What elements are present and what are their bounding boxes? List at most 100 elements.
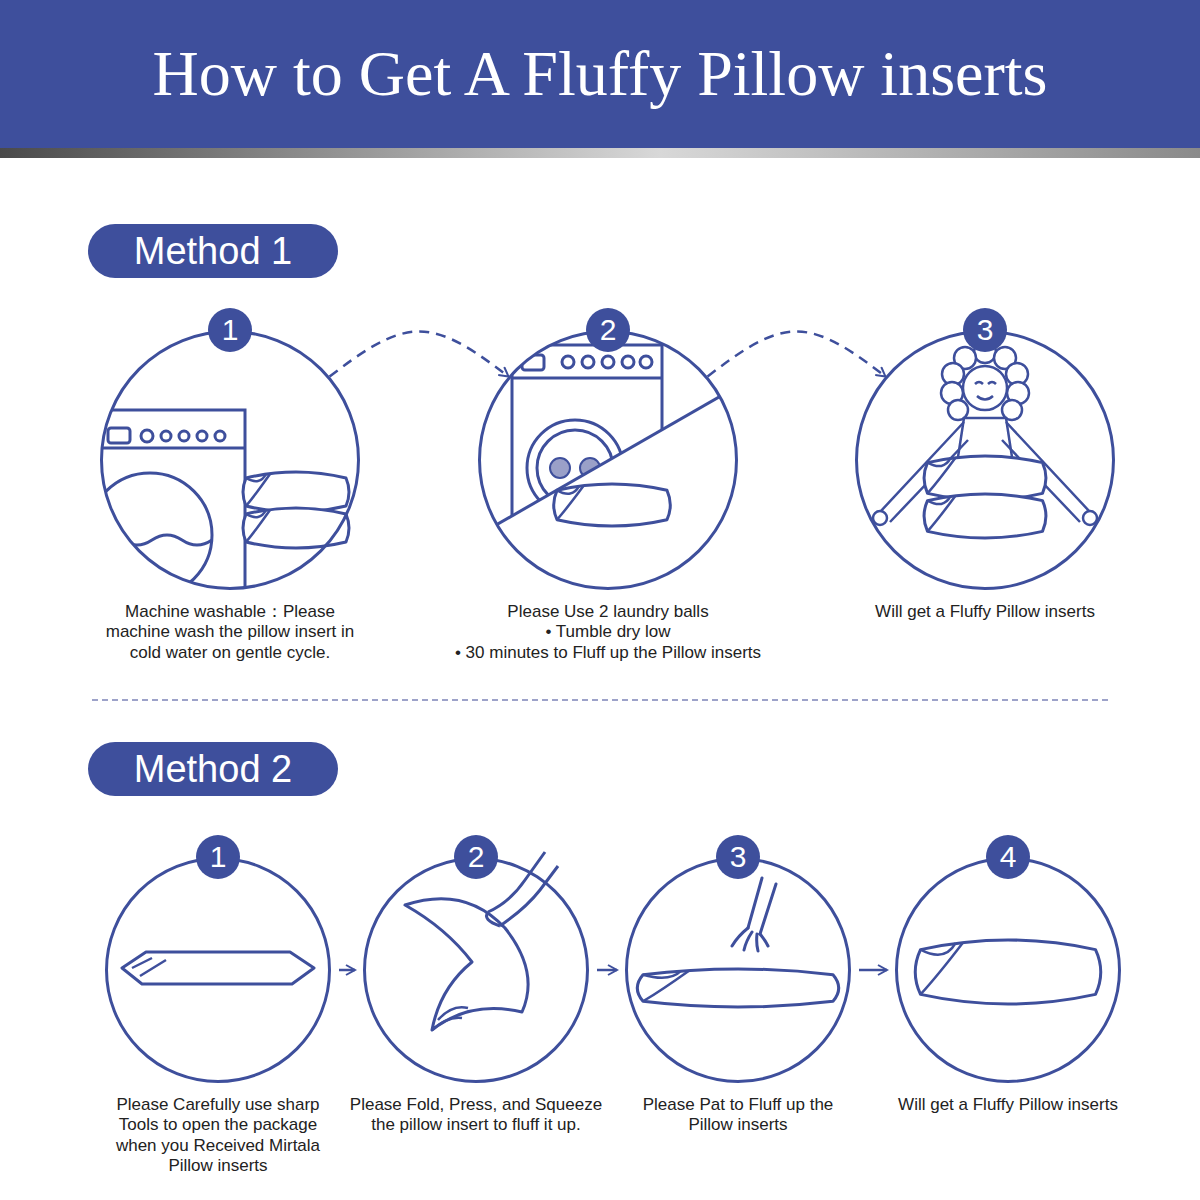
hand-icon <box>732 878 776 951</box>
step-caption-box: Please Pat to Fluff up the Pillow insert… <box>628 1095 848 1136</box>
folded-pillow-icon <box>405 852 558 1030</box>
step-caption: Machine washable：Please machine wash the… <box>95 602 365 663</box>
washer-icon <box>92 535 212 545</box>
pillow-icon <box>243 508 349 548</box>
washer-icon <box>161 431 171 441</box>
step-number: 2 <box>586 308 630 352</box>
person-icon <box>975 382 996 400</box>
hand-icon <box>732 928 768 951</box>
washer-icon <box>108 428 130 443</box>
washer-icon <box>141 430 153 442</box>
circle-outline <box>478 330 738 590</box>
dryer-icon <box>512 377 662 380</box>
method-title: Method 1 <box>134 232 292 270</box>
method-title: Method 2 <box>134 750 292 788</box>
circle-outline <box>100 330 360 590</box>
washer-icon <box>100 447 245 450</box>
dryer-icon <box>470 385 740 540</box>
circle-outline <box>627 859 850 1082</box>
circle-outline <box>625 857 851 1083</box>
washer-icon <box>215 431 225 441</box>
pillow-icon <box>554 484 671 526</box>
step-circle: 1Please Carefully use sharp Tools to ope… <box>105 857 331 1083</box>
pillow-icon <box>637 969 838 1007</box>
section-divider <box>92 699 1108 701</box>
dryer-icon <box>622 356 634 368</box>
washer-icon <box>197 431 207 441</box>
step-arrow <box>859 969 887 972</box>
circle-outline <box>363 857 589 1083</box>
circle-outline <box>857 332 1114 589</box>
title-band <box>0 0 1200 148</box>
step-caption: Please Use 2 laundry balls <box>428 602 788 622</box>
step-caption: Please Fold, Press, and Squeeze the pill… <box>341 1095 611 1136</box>
step-arrow <box>339 969 355 972</box>
step-caption: Will get a Fluffy Pillow inserts <box>898 1095 1118 1115</box>
circle-outline <box>365 859 588 1082</box>
step-caption-box: Please Use 2 laundry balls• Tumble dry l… <box>428 602 788 663</box>
step-number: 3 <box>963 308 1007 352</box>
person-icon <box>1083 511 1097 525</box>
dryer-icon <box>550 458 570 478</box>
title-box: How to Get A Fluffy Pillow inserts <box>0 0 1200 148</box>
step-caption: • Tumble dry low <box>428 622 788 642</box>
method-label: Method 2 <box>88 742 338 796</box>
dryer-icon <box>470 385 740 600</box>
step-arrow <box>330 331 509 376</box>
method-label: Method 1 <box>88 224 338 278</box>
step-number: 1 <box>208 308 252 352</box>
step-circle: 1Machine washable：Please machine wash th… <box>100 330 360 590</box>
person-icon <box>873 511 887 525</box>
dryer-icon <box>582 356 594 368</box>
dryer-icon <box>640 356 652 368</box>
pillow-icon <box>554 484 671 526</box>
step-circle: 3Will get a Fluffy Pillow inserts <box>855 330 1115 590</box>
person-icon <box>963 366 1007 410</box>
flat-pillow-icon <box>122 952 314 984</box>
dryer-icon <box>562 356 574 368</box>
step-caption-box: Please Fold, Press, and Squeeze the pill… <box>341 1095 611 1136</box>
pillow-icon <box>924 456 1046 538</box>
step-caption-box: Please Carefully use sharp Tools to open… <box>98 1095 338 1177</box>
washer-icon <box>179 431 189 441</box>
step-circle: 2Please Use 2 laundry balls• Tumble dry … <box>478 330 738 590</box>
fluffy-pillow-icon <box>915 940 1101 1004</box>
pillow-icon <box>243 472 349 512</box>
step-circle: 2Please Fold, Press, and Squeeze the pil… <box>363 857 589 1083</box>
step-arrow <box>708 331 886 376</box>
step-caption-box: Machine washable：Please machine wash the… <box>95 602 365 663</box>
step-arrow <box>597 969 617 972</box>
step-number: 3 <box>716 835 760 879</box>
hand-icon <box>748 878 776 934</box>
dryer-icon <box>470 345 740 600</box>
circle-outline <box>102 332 359 589</box>
circle-outline <box>105 857 331 1083</box>
step-caption: • 30 minutes to Fluff up the Pillow inse… <box>428 643 788 663</box>
folded-pillow-icon <box>432 1007 468 1030</box>
pillow-icon <box>637 969 838 1007</box>
flat-pillow-icon <box>132 958 166 976</box>
pillow-icon <box>924 494 1046 538</box>
dryer-icon <box>602 356 614 368</box>
circle-outline <box>897 859 1120 1082</box>
step-caption-box: Will get a Fluffy Pillow inserts <box>898 1095 1118 1115</box>
folded-pillow-icon <box>488 852 558 926</box>
flat-pillow-icon <box>122 952 314 984</box>
step-number: 4 <box>986 835 1030 879</box>
circle-outline <box>895 857 1121 1083</box>
title: How to Get A Fluffy Pillow inserts <box>153 37 1048 111</box>
circle-outline <box>107 859 330 1082</box>
step-caption: Will get a Fluffy Pillow inserts <box>865 602 1105 622</box>
step-caption: Please Pat to Fluff up the Pillow insert… <box>628 1095 848 1136</box>
step-number: 1 <box>196 835 240 879</box>
fluffy-pillow-icon <box>915 940 1101 1004</box>
step-circle: 3Please Pat to Fluff up the Pillow inser… <box>625 857 851 1083</box>
circle-outline <box>480 332 737 589</box>
step-caption: Please Carefully use sharp Tools to open… <box>98 1095 338 1177</box>
folded-pillow-icon <box>487 912 501 926</box>
step-number: 2 <box>454 835 498 879</box>
step-circle: 4Will get a Fluffy Pillow inserts <box>895 857 1121 1083</box>
